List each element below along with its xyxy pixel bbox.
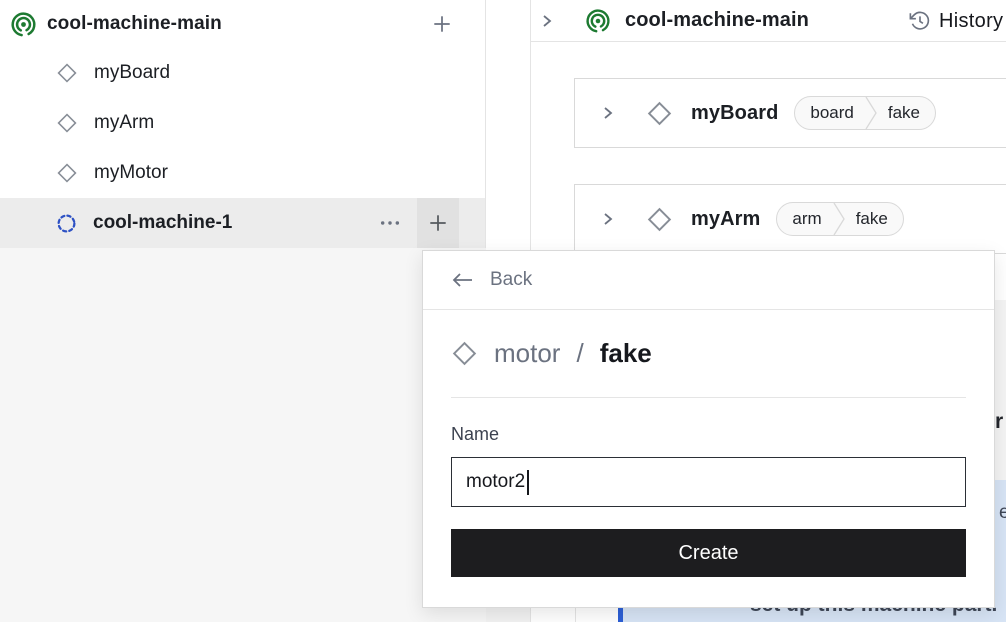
selected-type-row: motor / fake: [451, 338, 966, 369]
sidebar-item-mymotor[interactable]: myMotor: [0, 148, 485, 198]
badge-separator-chevron-icon: [865, 97, 877, 129]
back-label: Back: [490, 269, 533, 290]
component-diamond-icon: [646, 206, 673, 233]
sidebar-item-myarm[interactable]: myArm: [0, 98, 485, 148]
component-type-model-badge: arm fake: [776, 202, 904, 236]
viam-machine-icon: [10, 11, 37, 38]
sidebar-item-cool-machine-1[interactable]: cool-machine-1: [0, 198, 485, 248]
component-card-list: myBoard board fake: [531, 42, 1006, 254]
clipped-text-fragment: r: [995, 410, 1004, 433]
plus-icon: [427, 212, 449, 234]
create-component-modal: Back motor / fake Name Create: [422, 250, 995, 608]
sidebar-item-label: myArm: [94, 112, 155, 133]
component-name: myArm: [691, 207, 761, 230]
sidebar-machine-name: cool-machine-main: [47, 13, 222, 34]
component-model: fake: [855, 209, 888, 228]
create-button[interactable]: Create: [451, 529, 966, 577]
clipped-text-fragment: e: [999, 502, 1006, 523]
history-button[interactable]: History: [909, 0, 1003, 42]
machine-header: cool-machine-main History: [531, 0, 1006, 42]
viam-machine-icon: [585, 8, 611, 34]
plus-icon: [431, 13, 453, 35]
component-card-myboard[interactable]: myBoard board fake: [574, 78, 1006, 148]
selected-model-label: fake: [599, 338, 652, 368]
history-clock-icon: [909, 10, 931, 32]
component-model: fake: [887, 103, 921, 122]
component-diamond-icon: [56, 62, 78, 84]
add-component-button-subpart[interactable]: [417, 198, 459, 248]
back-button[interactable]: Back: [423, 251, 994, 310]
name-input[interactable]: [451, 457, 966, 507]
type-model-separator: /: [576, 338, 584, 368]
add-component-button-main[interactable]: [429, 11, 455, 37]
component-diamond-icon: [646, 100, 673, 127]
part-options-button[interactable]: [377, 217, 403, 229]
create-component-form: motor / fake Name Create: [423, 310, 994, 577]
machine-parts-sidebar: cool-machine-main myBoard: [0, 0, 486, 622]
history-label: History: [939, 9, 1004, 32]
sidebar-item-myboard[interactable]: myBoard: [0, 48, 485, 98]
expand-chevron-icon[interactable]: [600, 105, 616, 121]
component-type: board: [810, 103, 854, 122]
modal-divider: [451, 397, 966, 398]
component-type-model-badge: board fake: [794, 96, 937, 130]
name-input-wrapper: [451, 457, 966, 507]
component-diamond-icon: [451, 340, 478, 367]
sidebar-empty-area: [0, 248, 486, 622]
ellipsis-icon: [379, 219, 401, 227]
badge-separator-chevron-icon: [833, 203, 845, 235]
expand-chevron-icon[interactable]: [600, 211, 616, 227]
component-card-myarm[interactable]: myArm arm fake: [574, 184, 1006, 254]
component-diamond-icon: [56, 112, 78, 134]
machine-title: cool-machine-main: [625, 9, 809, 31]
name-field-label: Name: [451, 424, 500, 444]
arrow-left-icon: [451, 272, 474, 288]
selected-type-label: motor: [494, 338, 561, 368]
collapse-chevron-icon[interactable]: [539, 13, 555, 29]
text-cursor: [527, 470, 529, 495]
component-name: myBoard: [691, 101, 779, 124]
sidebar-item-label: myBoard: [94, 62, 171, 83]
component-diamond-icon: [56, 162, 78, 184]
component-type: arm: [792, 209, 822, 228]
background-table-divider: [575, 596, 576, 622]
sidebar-machine-row[interactable]: cool-machine-main: [0, 0, 485, 48]
pending-part-dashed-circle-icon: [56, 213, 77, 234]
sidebar-item-label: myMotor: [94, 162, 168, 183]
sidebar-subpart-name: cool-machine-1: [93, 212, 233, 233]
